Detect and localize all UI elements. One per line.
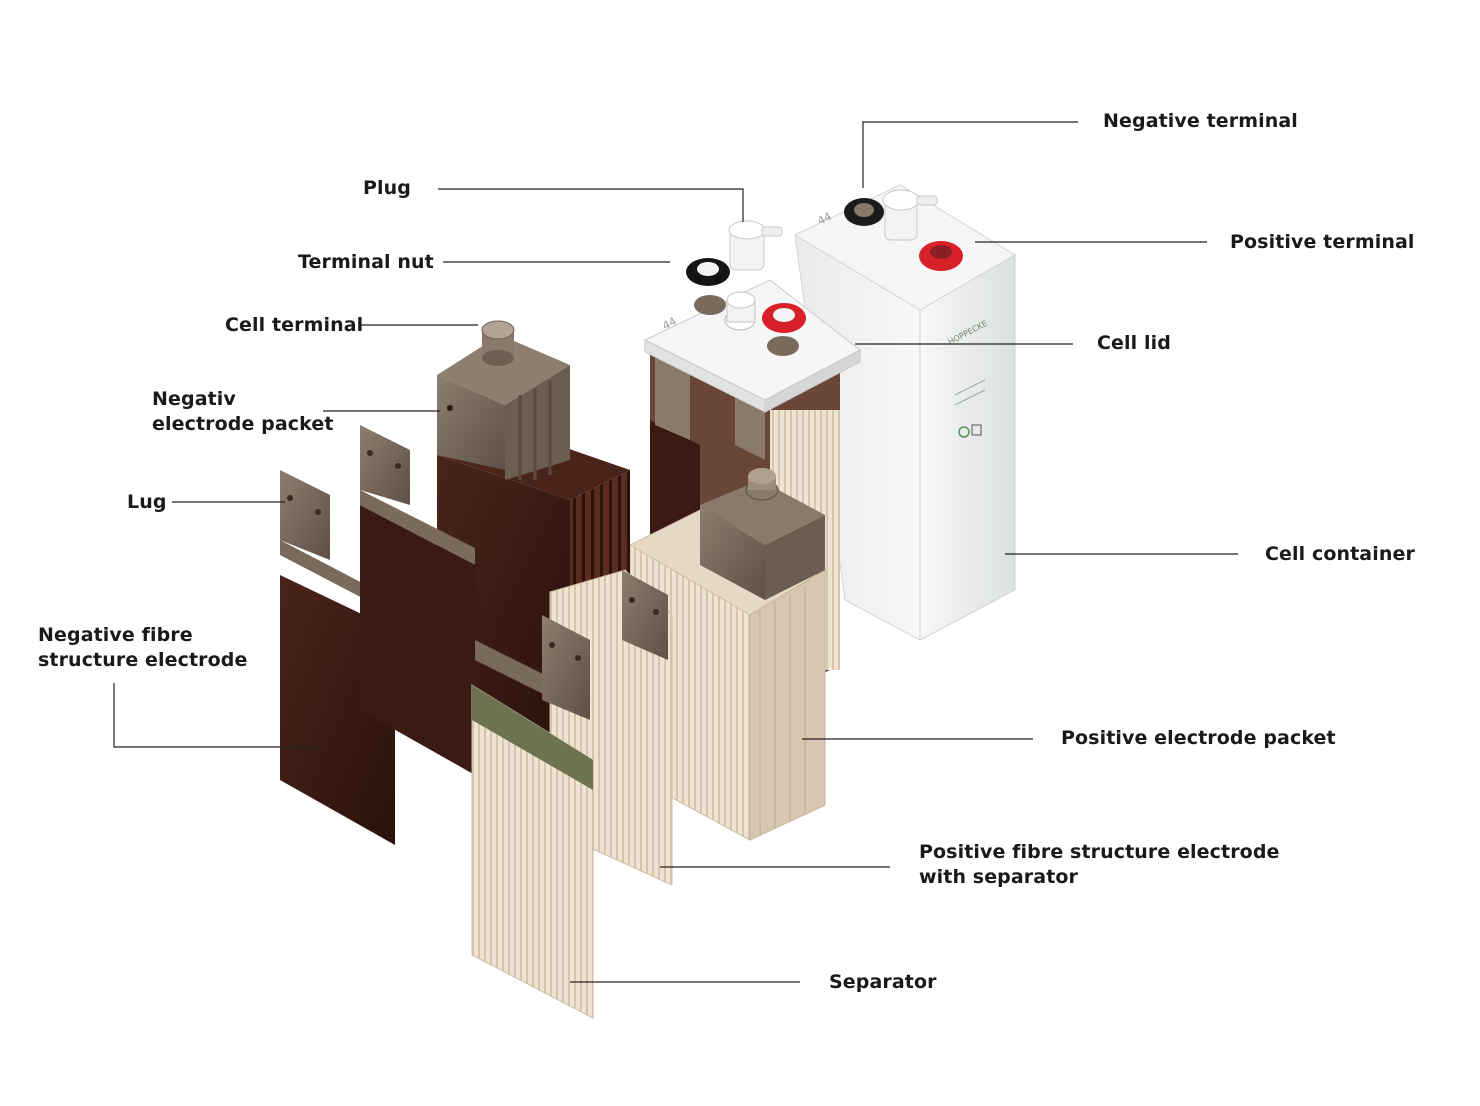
label-negativ-electrode-packet: Negativ electrode packet: [152, 387, 334, 437]
label-negativ-electrode-packet-line2: electrode packet: [152, 413, 334, 435]
container-cell-number: 44: [815, 210, 833, 228]
lid-cell-number: 44: [660, 315, 678, 333]
negative-lug-middle: [360, 425, 475, 565]
leader-lines: [113, 121, 1238, 983]
leader-negative-fibre-electrode: [113, 683, 325, 748]
container-positive-terminal: [919, 241, 963, 271]
leader-plug: [438, 188, 744, 222]
label-terminal-nut: Terminal nut: [298, 251, 434, 273]
label-positive-fibre-electrode: Positive fibre structure electrode with …: [919, 840, 1280, 890]
separator-sheet: [471, 615, 594, 1019]
label-negative-fibre-electrode-line1: Negative fibre: [38, 624, 193, 646]
container-negative-terminal: [844, 198, 884, 226]
label-positive-electrode-packet: Positive electrode packet: [1061, 727, 1336, 749]
label-negativ-electrode-packet-line1: Negativ: [152, 388, 236, 410]
label-positive-terminal: Positive terminal: [1230, 231, 1415, 253]
container-plug: [882, 189, 938, 241]
label-plug: Plug: [363, 177, 411, 199]
label-separator: Separator: [829, 971, 937, 993]
label-cell-container: Cell container: [1265, 543, 1415, 565]
label-positive-fibre-electrode-line2: with separator: [919, 866, 1079, 888]
leader-negative-terminal: [862, 121, 1078, 188]
label-negative-terminal: Negative terminal: [1103, 110, 1298, 132]
label-cell-lid: Cell lid: [1097, 332, 1171, 354]
recycle-icon: [958, 426, 970, 438]
label-lug: Lug: [127, 491, 167, 513]
label-negative-fibre-electrode-line2: structure electrode: [38, 649, 248, 671]
label-cell-terminal: Cell terminal: [225, 314, 364, 336]
label-negative-fibre-electrode: Negative fibre structure electrode: [38, 623, 247, 673]
negative-fibre-electrode-middle: [360, 505, 475, 775]
bin-icon: [971, 424, 982, 436]
label-positive-fibre-electrode-line1: Positive fibre structure electrode: [919, 841, 1280, 863]
